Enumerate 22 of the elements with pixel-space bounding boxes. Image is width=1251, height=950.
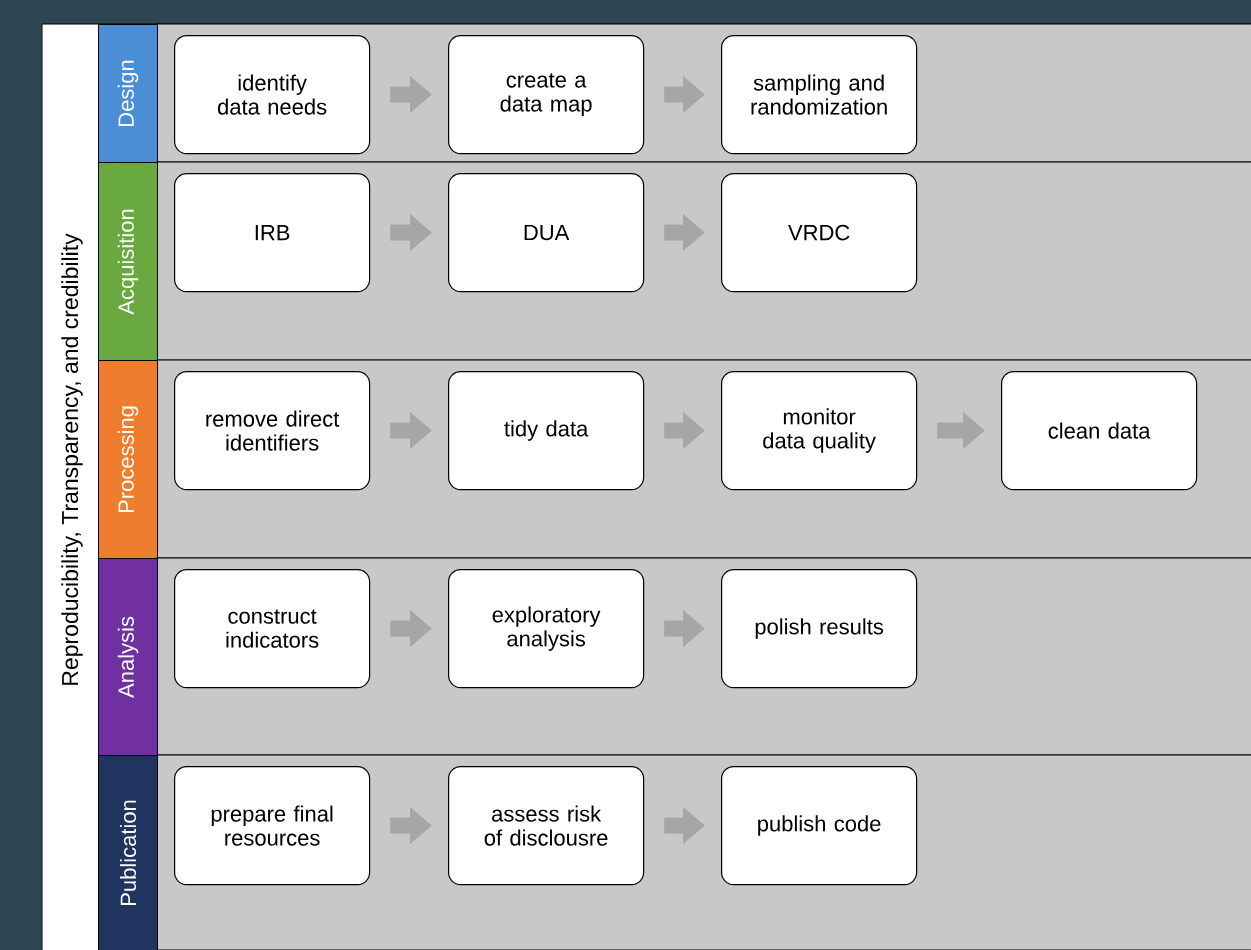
- step-box: DUA: [448, 173, 645, 293]
- step-box: IRB: [174, 173, 371, 293]
- node-label: Design: [117, 60, 139, 126]
- node-label: Acquisition: [117, 209, 139, 315]
- node-label: Processing: [117, 406, 139, 513]
- side-title: Reproducibility, Transparency, and credibility: [61, 233, 83, 685]
- step-box: publish code: [721, 766, 918, 886]
- step-box: create a data map: [448, 35, 645, 155]
- step-box: assess risk of disclousre: [448, 766, 645, 886]
- step-box: polish results: [721, 569, 918, 689]
- step-box: monitor data quality: [721, 371, 918, 491]
- step-box: VRDC: [721, 173, 918, 293]
- step-box: exploratory analysis: [448, 569, 645, 689]
- step-box: clean data: [1001, 371, 1198, 491]
- step-box: construct indicators: [174, 569, 371, 689]
- step-box: identify data needs: [174, 35, 371, 155]
- step-box: tidy data: [448, 371, 645, 491]
- node-label: Publication: [119, 800, 137, 906]
- node-label: Analysis: [117, 616, 139, 698]
- step-box: sampling and randomization: [721, 35, 918, 155]
- step-box: prepare final resources: [174, 766, 371, 886]
- step-box: remove direct identifiers: [174, 371, 371, 491]
